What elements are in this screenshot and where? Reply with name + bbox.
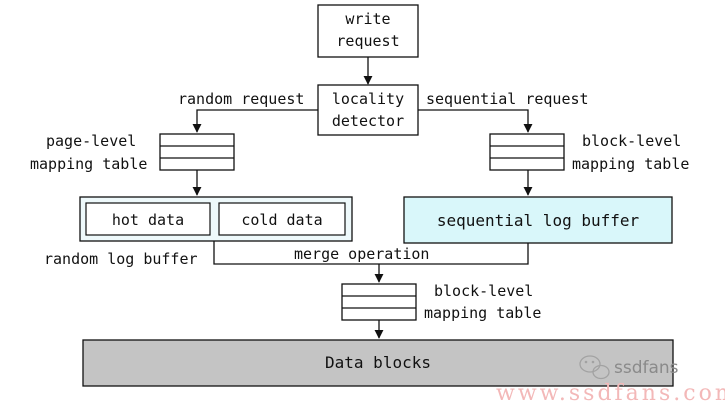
watermark-url: www.ssdfans.com <box>496 381 725 403</box>
data-blocks-label: Data blocks <box>325 353 431 372</box>
write-request-line-1: write <box>345 10 390 28</box>
block-level-mapping-table-right <box>489 133 565 171</box>
write-request-line-2: request <box>336 32 399 50</box>
locality-detector-node: locality detector <box>317 84 419 136</box>
block-level-mapping-table-bottom <box>341 283 417 321</box>
write-request-node: write request <box>317 4 419 58</box>
edge-sequential-request <box>418 109 533 133</box>
page-level-label-line-2: mapping table <box>30 155 147 173</box>
watermark: ssdfans www.ssdfans.com <box>496 355 725 403</box>
sequential-request-label: sequential request <box>426 90 589 108</box>
wechat-icon <box>579 355 610 380</box>
cold-data-label: cold data <box>241 211 322 229</box>
cold-data-box <box>218 202 346 236</box>
page-level-label-line-1: page-level <box>46 132 136 150</box>
random-log-buffer: hot data cold data <box>79 196 353 242</box>
hot-data-box <box>85 202 211 236</box>
block-level-bottom-label-line-1: block-level <box>434 282 533 300</box>
block-level-right-label-line-2: mapping table <box>572 155 689 173</box>
block-level-right-label-line-1: block-level <box>582 132 681 150</box>
locality-detector-line-1: locality <box>332 90 404 108</box>
sequential-log-buffer: sequential log buffer <box>403 196 673 244</box>
block-level-bottom-label-line-2: mapping table <box>424 304 541 322</box>
watermark-brand: ssdfans <box>614 358 679 378</box>
random-request-label: random request <box>178 90 304 108</box>
random-log-buffer-label: random log buffer <box>44 250 198 268</box>
locality-detector-line-2: detector <box>332 112 404 130</box>
merge-operation-label: merge operation <box>294 245 429 263</box>
page-level-mapping-table <box>159 133 235 171</box>
data-blocks: Data blocks <box>82 339 674 387</box>
hot-data-label: hot data <box>112 211 184 229</box>
sequential-log-buffer-label: sequential log buffer <box>437 211 640 230</box>
merge-operation-connector <box>213 241 529 265</box>
edge-random-request <box>192 109 318 133</box>
